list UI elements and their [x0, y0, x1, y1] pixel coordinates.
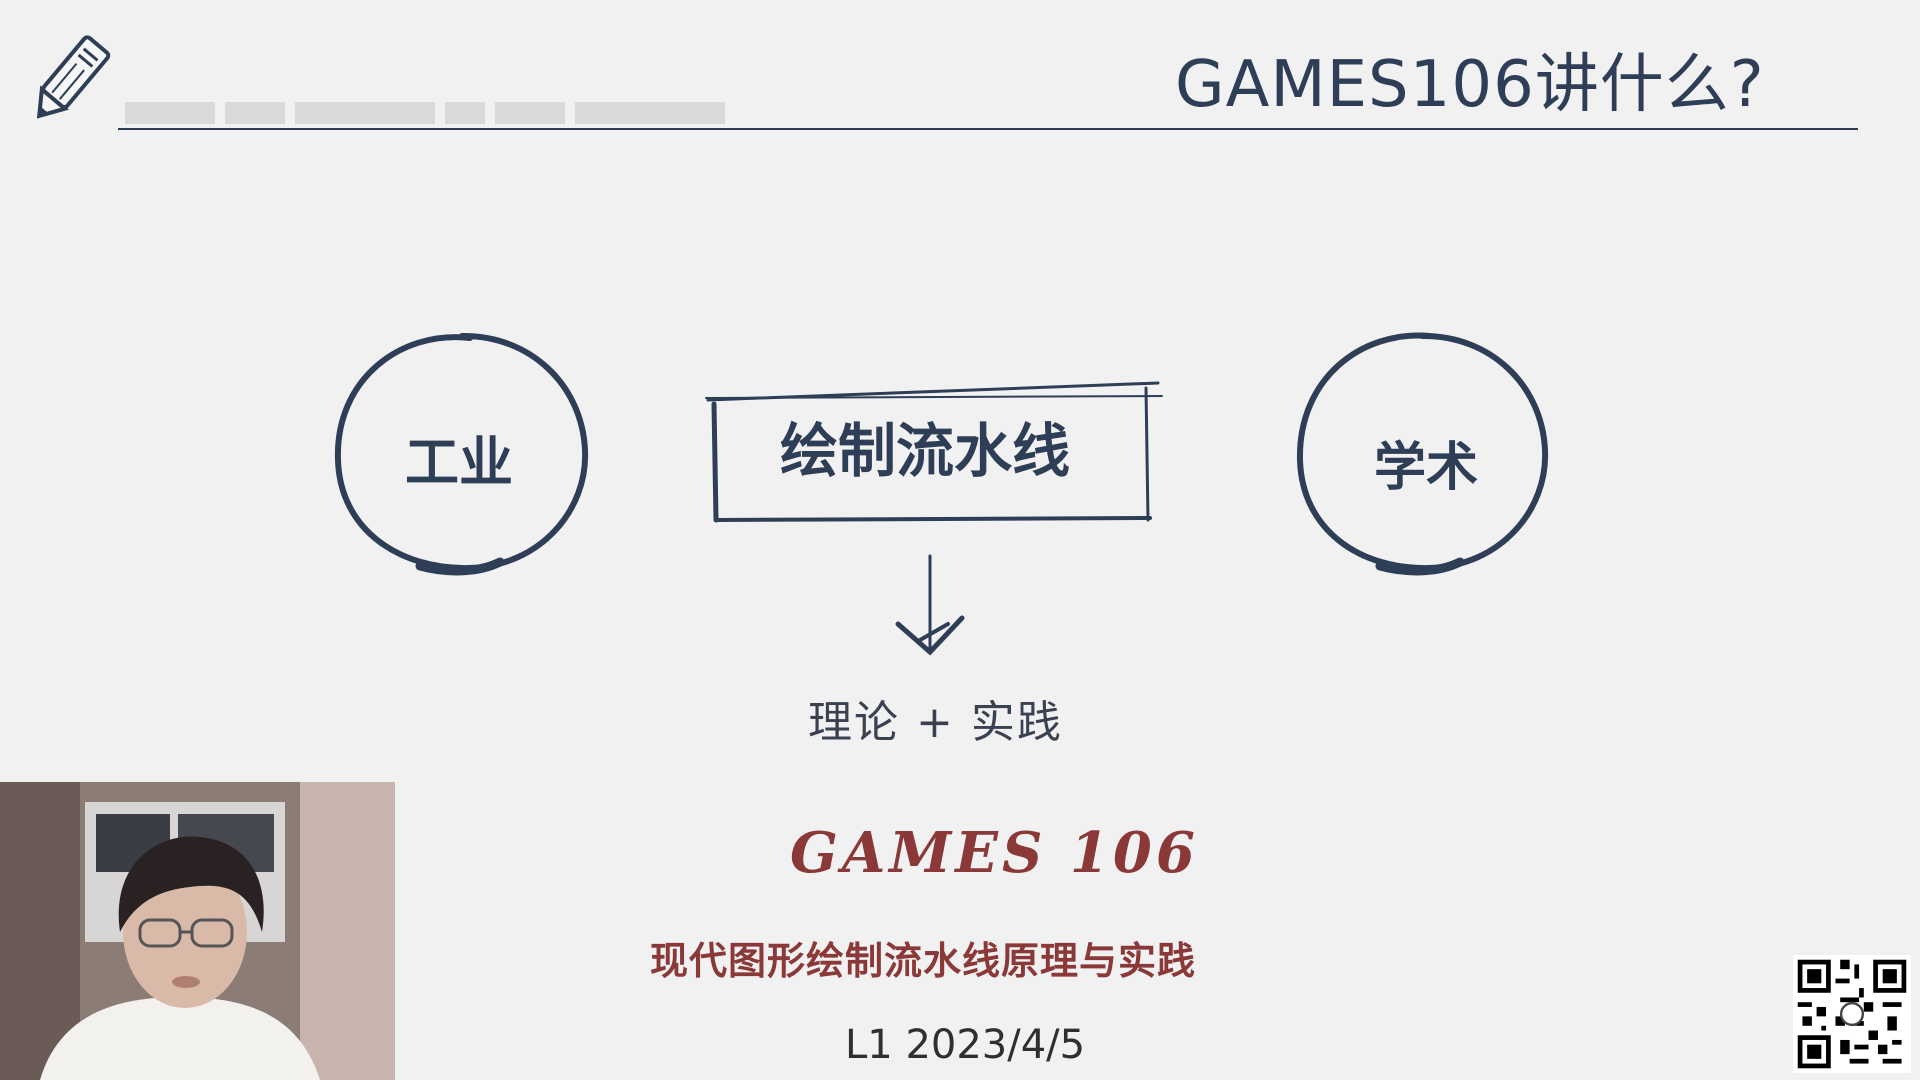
slide-title: GAMES106讲什么?	[1175, 48, 1765, 122]
center-box-label: 绘制流水线	[780, 417, 1071, 485]
left-circle-label: 工业	[405, 431, 513, 494]
lecture-date: L1 2023/4/5	[845, 1022, 1086, 1068]
faded-header-text	[125, 84, 735, 124]
theory-practice-text: 理论 + 实践	[808, 697, 1063, 748]
right-circle-label: 学术	[1374, 438, 1479, 498]
course-name: GAMES 106	[790, 820, 1199, 886]
course-subtitle: 现代图形绘制流水线原理与实践	[650, 939, 1197, 983]
header-divider	[118, 128, 1858, 130]
qr-code	[1793, 955, 1911, 1073]
presenter-webcam	[0, 782, 395, 1080]
pencil-icon	[18, 30, 118, 134]
